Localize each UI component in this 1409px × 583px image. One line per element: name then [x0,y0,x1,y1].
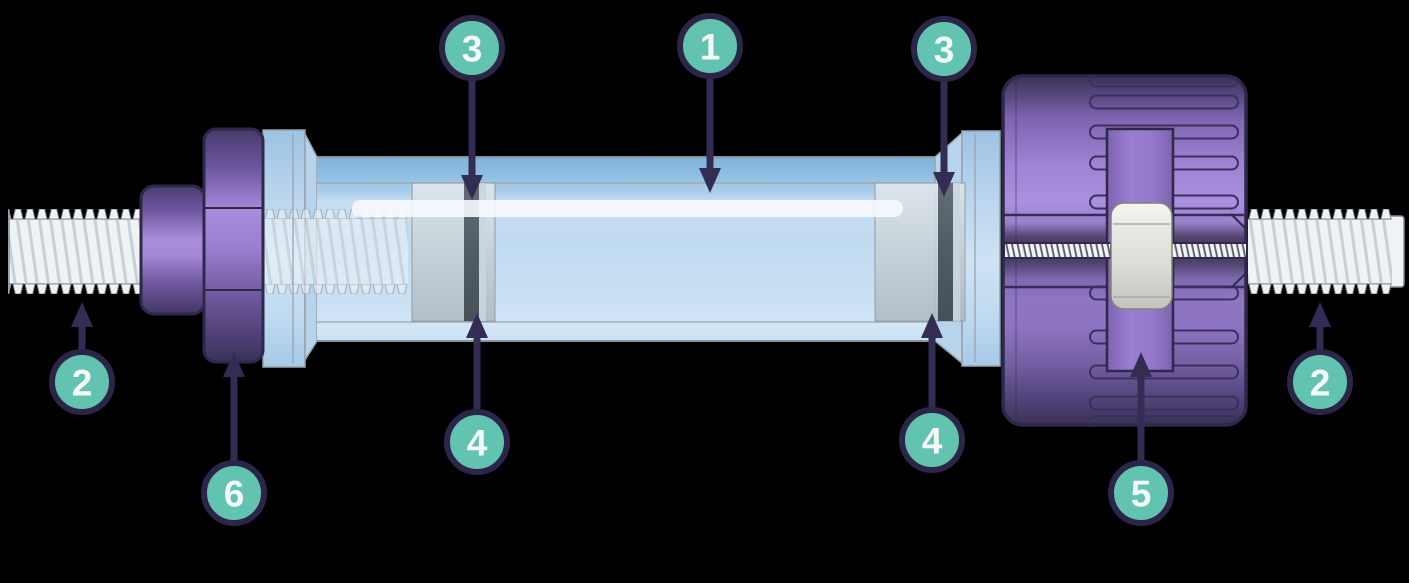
indicator-rod [352,200,903,217]
callout-2-right-rod: 2 [1287,302,1353,415]
callout-label: 4 [467,423,488,464]
callout-circle [444,409,510,475]
barrel-assembly [262,129,1001,368]
callout-3-right: 3 [911,16,977,197]
callout-circle [49,349,115,415]
lead-screw-in-barrel [265,209,408,294]
arrowhead [933,172,955,197]
callout-1-barrel: 1 [677,13,743,193]
knurled-knob [1001,74,1248,427]
callout-circle [1287,349,1353,415]
fine-lead-screw-left-segment [1003,242,1112,259]
transparent-barrel [317,157,935,341]
threaded-rod-left [8,209,142,294]
callout-circle [1108,460,1174,526]
retaining-clip [1110,202,1173,310]
arrowhead [1130,352,1152,377]
callout-label: 2 [1310,363,1331,404]
arrowhead [461,175,483,200]
end-cap-flange [202,127,265,364]
callout-label: 4 [922,421,943,462]
callout-circle [899,407,965,473]
callout-circle [677,13,743,79]
callout-label: 3 [934,30,955,71]
rod-right-teeth-bottom [1248,284,1392,294]
arrowhead [1309,302,1331,327]
callout-5-knob: 5 [1108,352,1174,526]
rod-left-core [8,219,142,284]
callout-circle [439,15,505,81]
callout-label: 6 [224,474,245,515]
seal-ring-right [938,183,953,321]
rod-left-teeth-bottom [8,284,142,294]
arrowhead [223,352,245,377]
arrowhead [466,313,488,338]
end-cap-left [139,127,265,364]
callout-label: 5 [1131,474,1152,515]
threaded-rod-right [1248,209,1405,294]
rod-right-teeth-top [1248,209,1392,219]
callout-circle [201,460,267,526]
callout-circle [911,16,977,82]
fine-lead-screw-right-segment [1170,242,1248,259]
callout-3-left: 3 [439,15,505,200]
callout-4-left: 4 [444,313,510,475]
rod-right-core [1248,219,1392,284]
end-cap-hub [139,184,207,316]
callout-label: 2 [72,363,93,404]
callout-4-right: 4 [899,313,965,473]
seal-ring-left [464,183,479,321]
arrowhead [71,302,93,327]
barrel-flange-right [961,130,1001,367]
arrowhead [921,313,943,338]
rod-left-teeth-top [8,209,142,219]
arrowhead [699,168,721,193]
callout-6-end-cap: 6 [201,352,267,526]
callout-label: 3 [462,29,483,70]
callout-label: 1 [700,27,721,68]
callout-2-left-rod: 2 [49,302,115,415]
